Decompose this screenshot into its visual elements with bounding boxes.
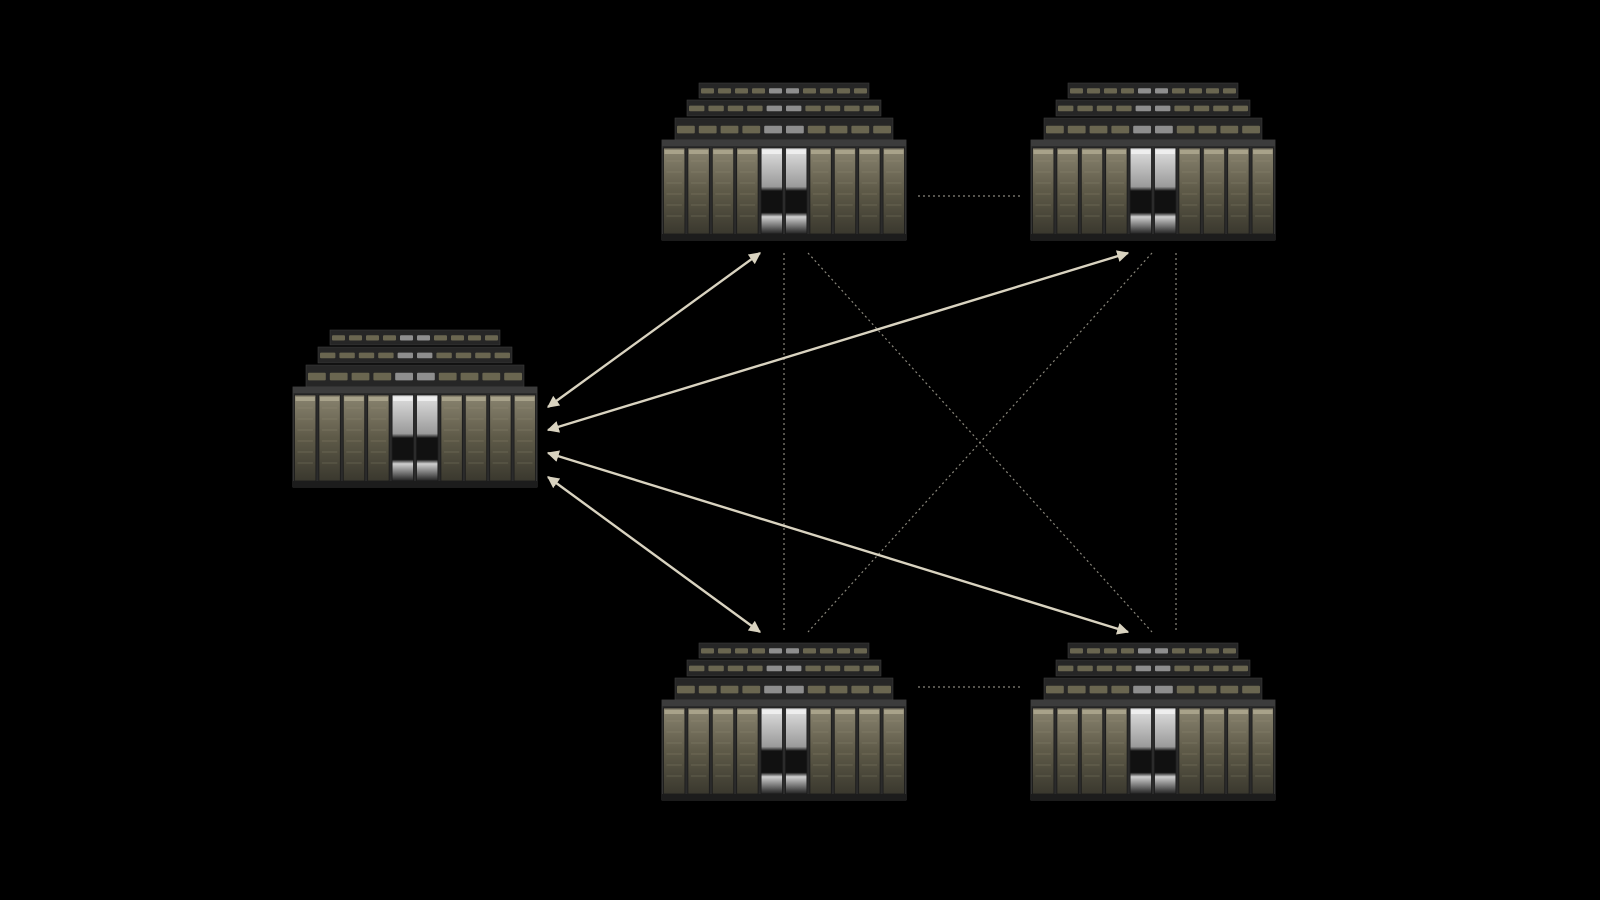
server-clusters: [292, 82, 1276, 801]
arrow-hub-top-right: [546, 250, 1130, 433]
server-cluster-icon-top-left: [661, 82, 907, 241]
arrow-hub-top-left: [547, 252, 761, 408]
arrow-hub-bottom-left: [547, 476, 761, 633]
arrows: [546, 250, 1130, 635]
arrow-hub-bottom-right: [546, 450, 1130, 635]
server-cluster-icon-bottom-right: [1030, 642, 1276, 801]
server-cluster-icon-hub: [292, 329, 538, 488]
server-cluster-icon-bottom-left: [661, 642, 907, 801]
dotted-links: [783, 195, 1177, 688]
server-cluster-icon-top-right: [1030, 82, 1276, 241]
